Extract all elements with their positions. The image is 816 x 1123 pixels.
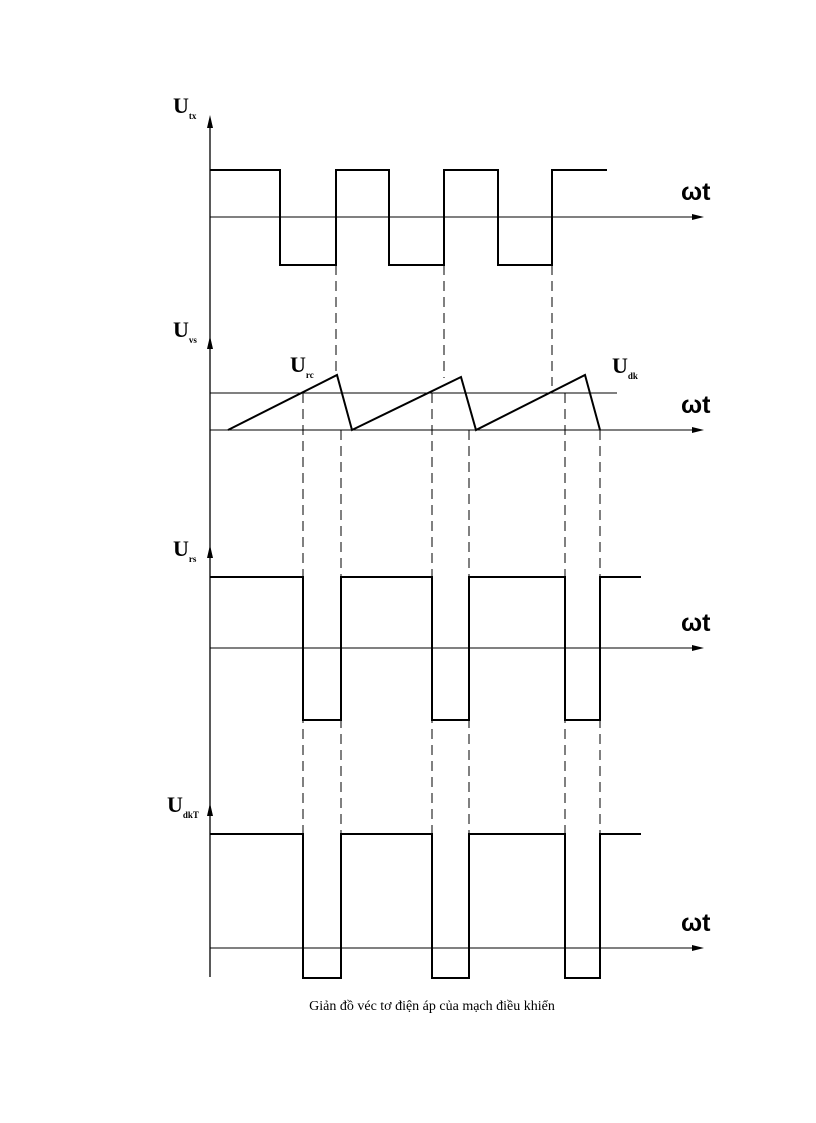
urs-axis-arrow-icon: [207, 545, 213, 558]
figure-caption: Giản đồ véc tơ điện áp của mạch điều khi…: [309, 999, 555, 1014]
urc-annotation: Urc: [290, 352, 314, 380]
utx-label: Utx: [173, 93, 197, 121]
utx-axis-arrow-icon: [207, 115, 213, 128]
udkt-axis-arrow-icon: [207, 803, 213, 816]
uvs-axis-arrow-icon: [207, 336, 213, 349]
udkt-waveform: [210, 833, 641, 979]
urs-waveform: [210, 576, 641, 721]
time-axis-arrows: [692, 214, 704, 951]
time-axes: [210, 216, 702, 949]
udkt-label: UdkT: [167, 792, 199, 820]
uvs-sawtooth-waveform: [227, 373, 601, 432]
uvs-label: Uvs: [173, 317, 197, 345]
urs-axis-label: ωt: [681, 609, 711, 637]
udk-annotation: Udk: [612, 353, 638, 381]
utx-waveform: [210, 169, 607, 266]
projection-lines: [302, 265, 601, 834]
utx-axis-label: ωt: [681, 178, 711, 206]
uvs-axis-label: ωt: [681, 391, 711, 419]
udkt-axis-label: ωt: [681, 909, 711, 937]
urs-label: Urs: [173, 536, 197, 564]
